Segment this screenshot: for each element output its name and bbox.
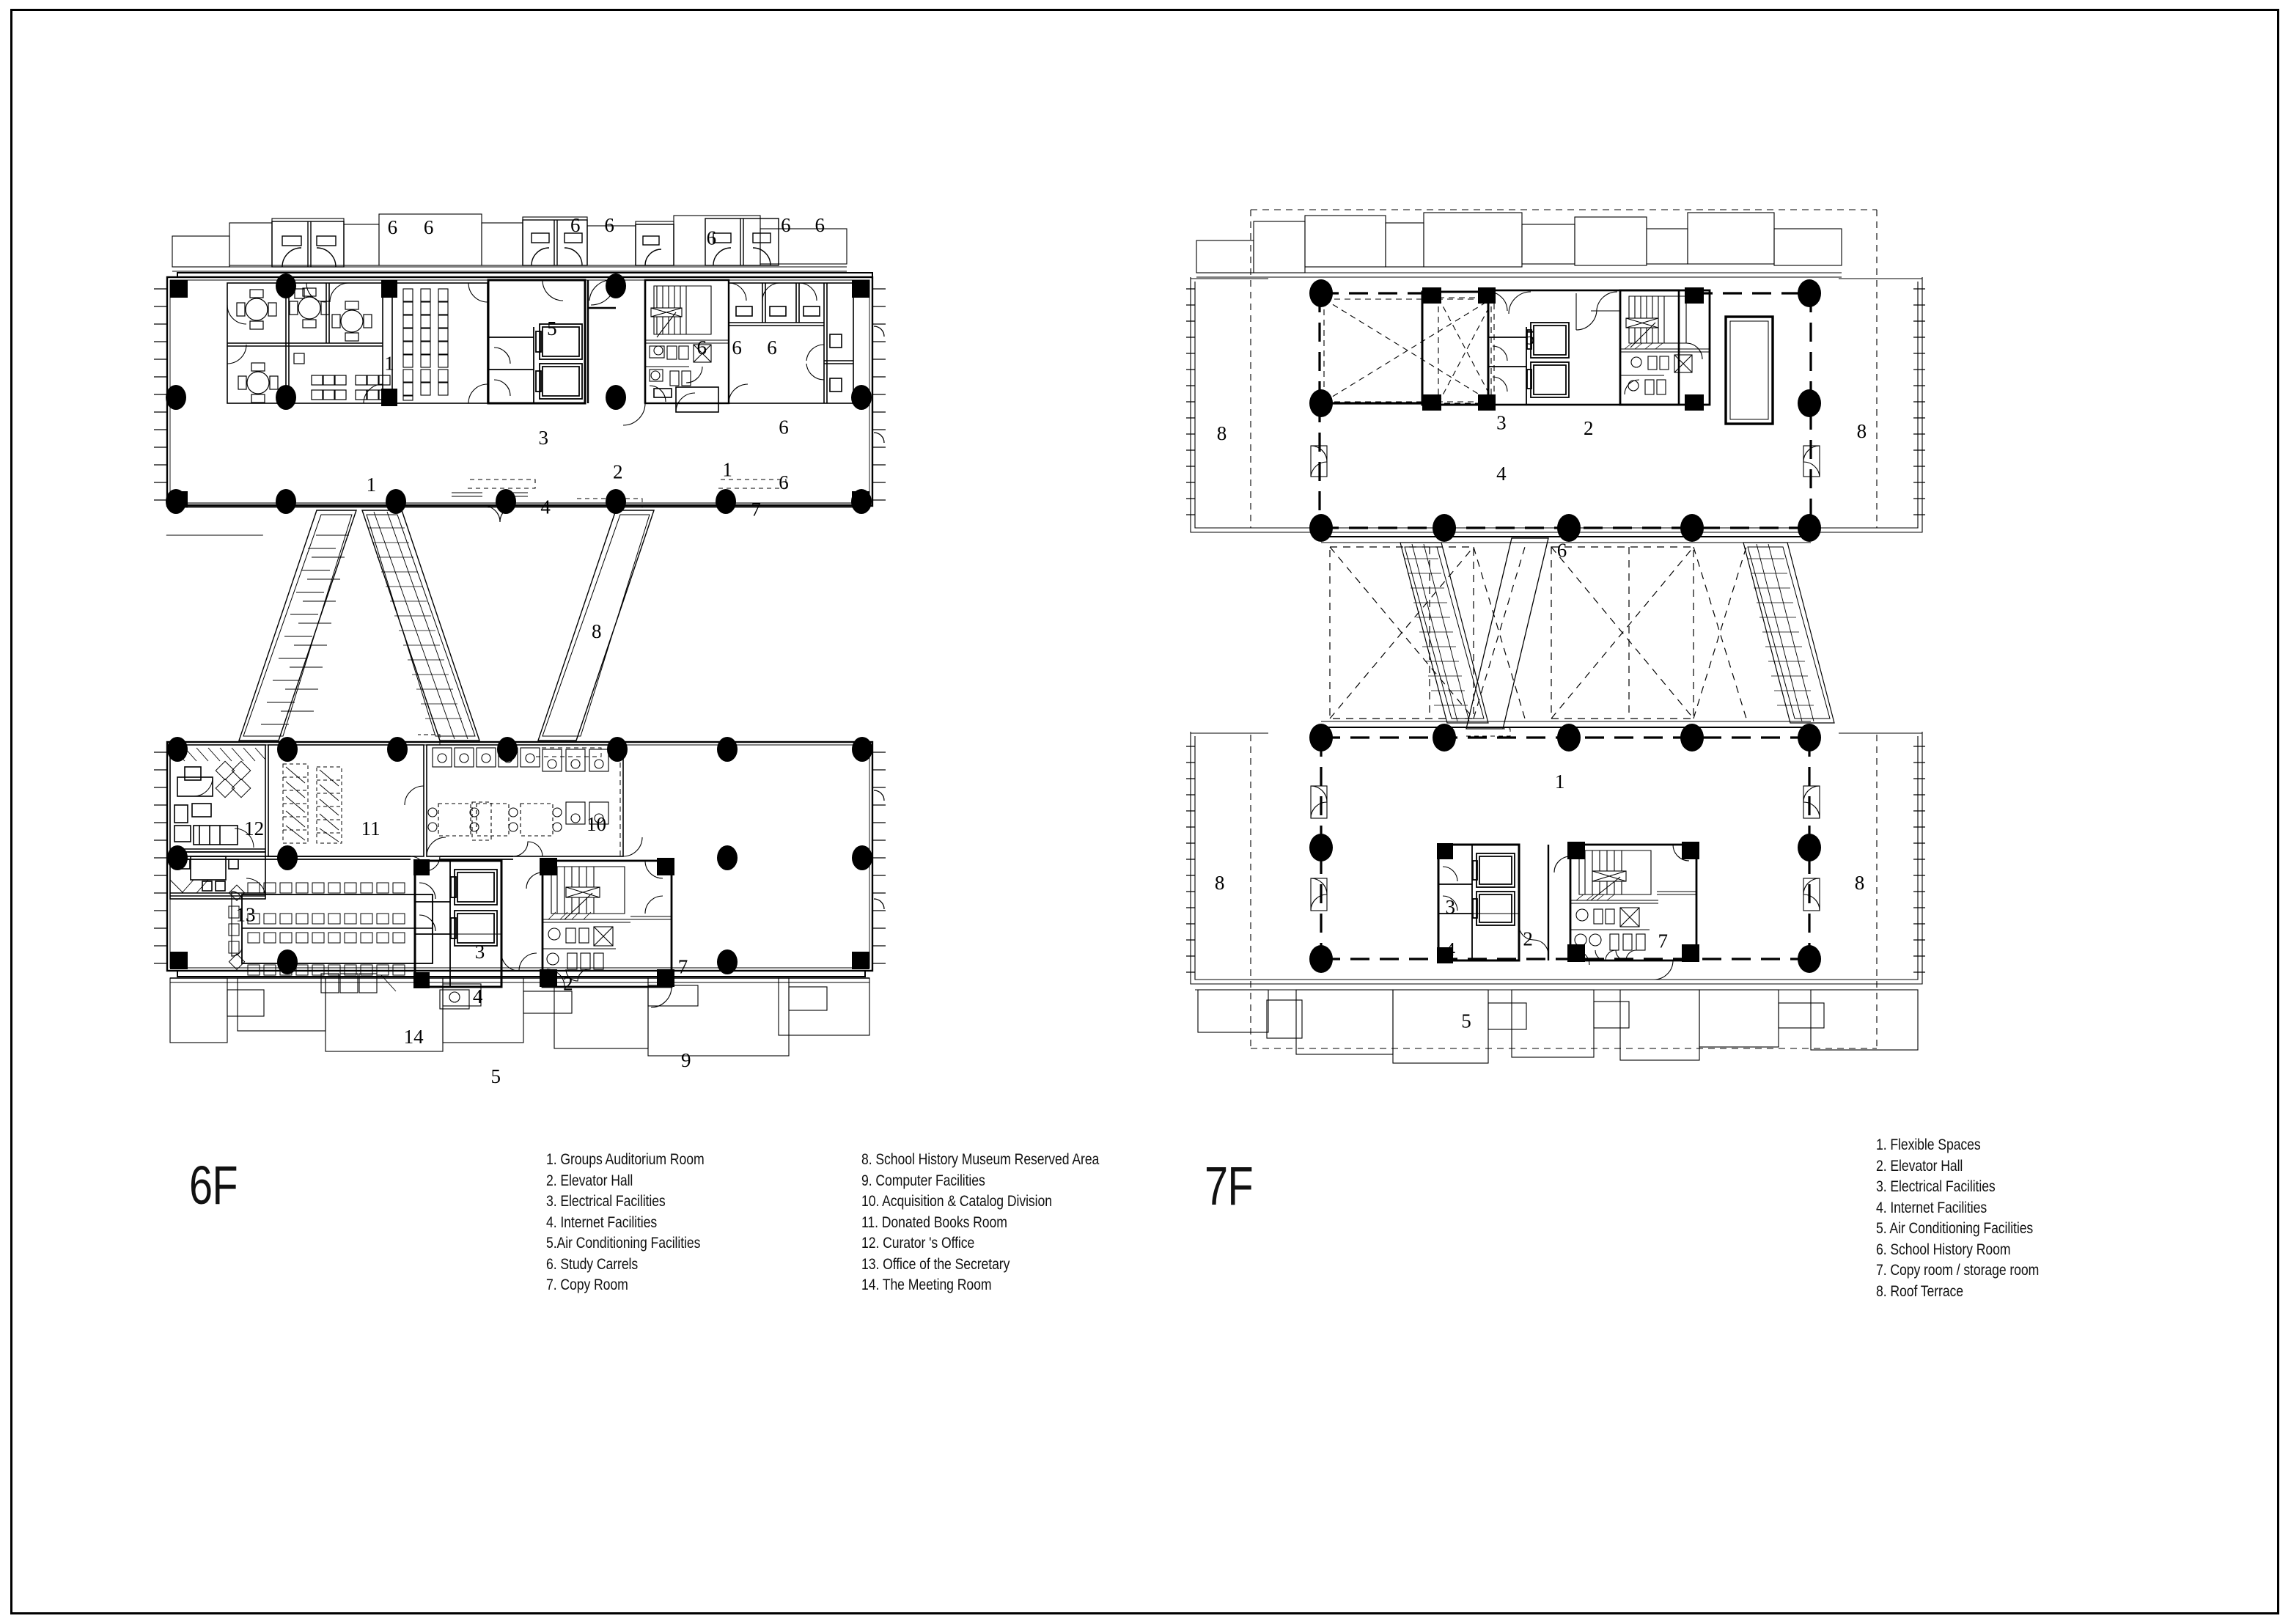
legend-item: 2. Elevator Hall: [1876, 1157, 1963, 1175]
legend-item: 5. Air Conditioning Facilities: [1876, 1220, 2034, 1237]
legend-item: 14. The Meeting Room: [861, 1276, 992, 1293]
room-number-label: 4: [1496, 463, 1507, 485]
room-number-label: 6: [1557, 540, 1567, 562]
room-number-label: 8: [1855, 872, 1865, 894]
room-number-label: 7: [678, 955, 688, 977]
room-number-label: 6: [815, 214, 825, 236]
legend-item: 4. Internet Facilities: [1876, 1199, 1987, 1216]
room-number-label: 8: [1217, 422, 1227, 444]
legend-item: 1. Groups Auditorium Room: [546, 1151, 705, 1168]
floor-legend-6f: 6F 1. Groups Auditorium Room 2. Elevator…: [189, 1150, 1106, 1333]
room-number-label: 8: [1857, 420, 1867, 442]
room-number-label: 6: [732, 337, 742, 359]
room-number-label: 2: [613, 461, 623, 483]
legend-item: 7. Copy room / storage room: [1876, 1262, 2040, 1279]
room-number-label: 5: [491, 1065, 501, 1087]
legend-item: 2. Elevator Hall: [546, 1172, 633, 1189]
legend-item: 10. Acquisition & Catalog Division: [861, 1193, 1052, 1210]
room-number-label: 8: [592, 620, 602, 642]
room-number-label: 11: [361, 817, 380, 839]
legend-column-1: 1. Groups Auditorium Room 2. Elevator Ha…: [546, 1150, 804, 1296]
floor-tag-6f: 6F: [189, 1155, 238, 1216]
room-number-label: 3: [475, 941, 485, 963]
room-number-label: 6: [604, 214, 614, 236]
legend-columns-7f: 1. Flexible Spaces 2. Elevator Hall 3. E…: [1876, 1135, 2070, 1302]
legend-item: 3. Electrical Facilities: [546, 1193, 666, 1210]
room-number-label: 2: [1584, 417, 1594, 439]
room-number-label: 6: [779, 416, 789, 438]
legend-column-1: 1. Flexible Spaces 2. Elevator Hall 3. E…: [1876, 1135, 2070, 1302]
room-number-label: 5: [1461, 1010, 1471, 1032]
room-number-label: 4: [540, 496, 551, 518]
floor-plan-7f-drawing: 8 8 5 3 4 2 6 8 8 1 3 4 2 5 7: [1186, 209, 1925, 1064]
room-number-label: 6: [424, 216, 434, 238]
room-number-label: 6: [767, 337, 777, 359]
room-number-label: 4: [1446, 938, 1456, 960]
room-number-label: 6: [707, 227, 717, 249]
legend-columns-6f: 1. Groups Auditorium Room 2. Elevator Ha…: [546, 1150, 1144, 1296]
room-number-label: 3: [1446, 896, 1456, 918]
legend-column-2: 8. School History Museum Reserved Area 9…: [861, 1150, 1144, 1296]
room-number-label: 5: [1525, 327, 1535, 349]
room-number-label: 1: [367, 474, 376, 496]
legend-item: 5.Air Conditioning Facilities: [546, 1235, 701, 1252]
room-number-label: 4: [473, 985, 483, 1007]
room-number-label: 7: [1658, 930, 1669, 952]
legend-item: 9. Computer Facilities: [861, 1172, 985, 1189]
room-number-label: 12: [244, 817, 264, 839]
floor-legend-7f: 7F 1. Flexible Spaces 2. Elevator Hall 3…: [1205, 1135, 2158, 1348]
legend-item: 1. Flexible Spaces: [1876, 1136, 1981, 1153]
room-number-label: 6: [779, 471, 789, 493]
room-number-label: 8: [1215, 872, 1225, 894]
room-number-label: 10: [586, 813, 606, 835]
legend-item: 3. Electrical Facilities: [1876, 1178, 1996, 1195]
room-number-label: 1: [384, 353, 394, 375]
room-number-label: 6: [781, 214, 791, 236]
floor-tag-7f: 7F: [1205, 1155, 1254, 1216]
legend-item: 8. School History Museum Reserved Area: [861, 1151, 1100, 1168]
room-number-label: 7: [751, 498, 762, 520]
room-number-label: 2: [1523, 928, 1533, 950]
room-number-label: 2: [563, 973, 573, 995]
legend-item: 11. Donated Books Room: [861, 1213, 1007, 1231]
room-number-label: 13: [236, 903, 256, 925]
legend-item: 8. Roof Terrace: [1876, 1282, 1964, 1300]
legend-item: 7. Copy Room: [546, 1276, 628, 1293]
legend-item: 12. Curator 's Office: [861, 1235, 975, 1252]
room-number-label: 6: [697, 337, 707, 359]
legend-item: 6. Study Carrels: [546, 1255, 639, 1273]
room-number-label: 14: [404, 1026, 424, 1048]
room-number-label: 3: [539, 427, 549, 449]
legend-item: 6. School History Room: [1876, 1241, 2011, 1258]
room-number-label: 6: [570, 214, 581, 236]
room-number-label: 3: [1496, 412, 1507, 434]
legend-item: 4. Internet Facilities: [546, 1213, 658, 1231]
room-number-label: 6: [388, 216, 398, 238]
room-number-label: 1: [1555, 771, 1565, 793]
legend-item: 13. Office of the Secretary: [861, 1255, 1010, 1273]
room-number-label: 1: [722, 459, 732, 481]
room-number-label: 5: [547, 317, 557, 339]
room-number-label: 9: [681, 1049, 691, 1071]
